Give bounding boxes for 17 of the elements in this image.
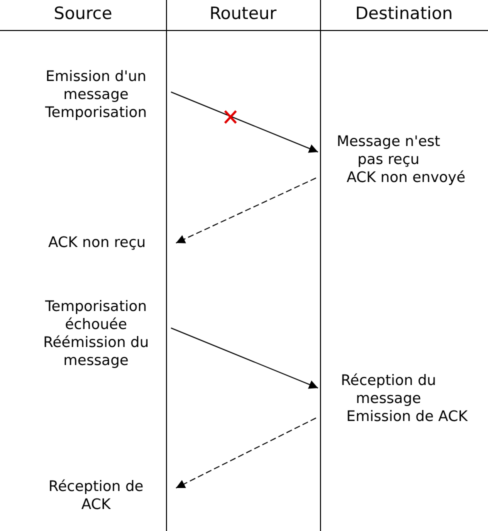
step-text: ACK non reçu bbox=[47, 234, 147, 252]
column-header: Source bbox=[52, 4, 114, 24]
step-text: Temporisation bbox=[44, 104, 148, 122]
arrow bbox=[176, 178, 316, 244]
step-text: Emission d'un message bbox=[44, 68, 148, 104]
arrow bbox=[170, 92, 318, 153]
arrow bbox=[170, 328, 318, 389]
step-text: Message n'est pas reçu bbox=[336, 133, 442, 169]
step-text: Réception de ACK bbox=[48, 478, 144, 514]
step-text: Réémission du message bbox=[42, 334, 150, 370]
arrow bbox=[176, 418, 316, 488]
column-header: Routeur bbox=[208, 4, 278, 24]
step-text: Emission de ACK bbox=[345, 408, 469, 426]
step-text: Temporisation échouée bbox=[44, 298, 148, 334]
step-text: ACK non envoyé bbox=[346, 169, 466, 187]
step-text: Réception du message bbox=[340, 372, 438, 408]
column-header: Destination bbox=[354, 4, 454, 24]
